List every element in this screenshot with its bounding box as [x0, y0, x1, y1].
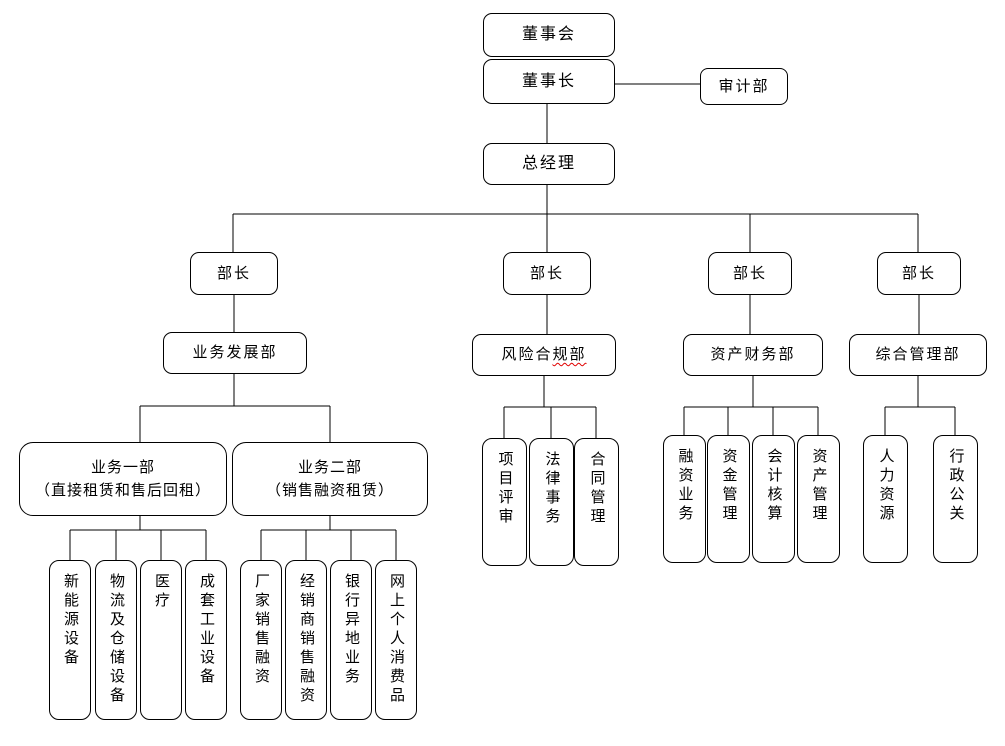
node-minister-risk: 部长 — [503, 252, 591, 295]
node-business-division-1: 业务一部 （直接租赁和售后回租） — [19, 442, 227, 516]
division-2-title: 业务二部 — [297, 459, 362, 476]
division-2-subtitle: （销售融资租赁） — [265, 482, 394, 499]
node-legal-affairs: 法律事务 — [529, 438, 574, 566]
risk-dept-label-misspelled: 规部 — [552, 347, 587, 363]
node-general-manager: 总经理 — [483, 143, 615, 185]
node-chairman: 董事长 — [483, 59, 615, 104]
node-human-resources: 人力资源 — [863, 435, 908, 563]
node-audit-dept: 审计部 — [700, 68, 788, 105]
node-minister-general: 部长 — [877, 252, 961, 295]
node-industrial-equipment-sets: 成套工业设备 — [185, 560, 227, 720]
risk-dept-label: 风险合 — [501, 347, 553, 363]
node-general-management-dept: 综合管理部 — [849, 334, 987, 376]
node-dealer-sales-financing: 经销商销售融资 — [285, 560, 327, 720]
node-minister-business-dev: 部长 — [190, 252, 278, 295]
node-new-energy-equipment: 新能源设备 — [49, 560, 91, 720]
node-contract-management: 合同管理 — [574, 438, 619, 566]
node-fund-management: 资金管理 — [707, 435, 750, 563]
node-online-personal-consumer-goods: 网上个人消费品 — [375, 560, 417, 720]
node-minister-asset: 部长 — [708, 252, 792, 295]
node-business-development-dept: 业务发展部 — [163, 332, 307, 374]
node-financing-business: 融资业务 — [663, 435, 706, 563]
node-project-review: 项目评审 — [482, 438, 527, 566]
node-board-of-directors: 董事会 — [483, 13, 615, 57]
node-bank-remote-business: 银行异地业务 — [330, 560, 372, 720]
node-risk-compliance-dept: 风险合规部 — [472, 334, 616, 376]
node-accounting: 会计核算 — [752, 435, 795, 563]
division-1-title: 业务一部 — [90, 459, 155, 476]
node-admin-public-relations: 行政公关 — [933, 435, 978, 563]
node-asset-management: 资产管理 — [797, 435, 840, 563]
node-asset-finance-dept: 资产财务部 — [683, 334, 823, 376]
node-logistics-warehouse-equipment: 物流及仓储设备 — [95, 560, 137, 720]
division-1-subtitle: （直接租赁和售后回租） — [34, 482, 211, 499]
node-medical: 医疗 — [140, 560, 182, 720]
node-business-division-2: 业务二部 （销售融资租赁） — [232, 442, 428, 516]
node-manufacturer-sales-financing: 厂家销售融资 — [240, 560, 282, 720]
